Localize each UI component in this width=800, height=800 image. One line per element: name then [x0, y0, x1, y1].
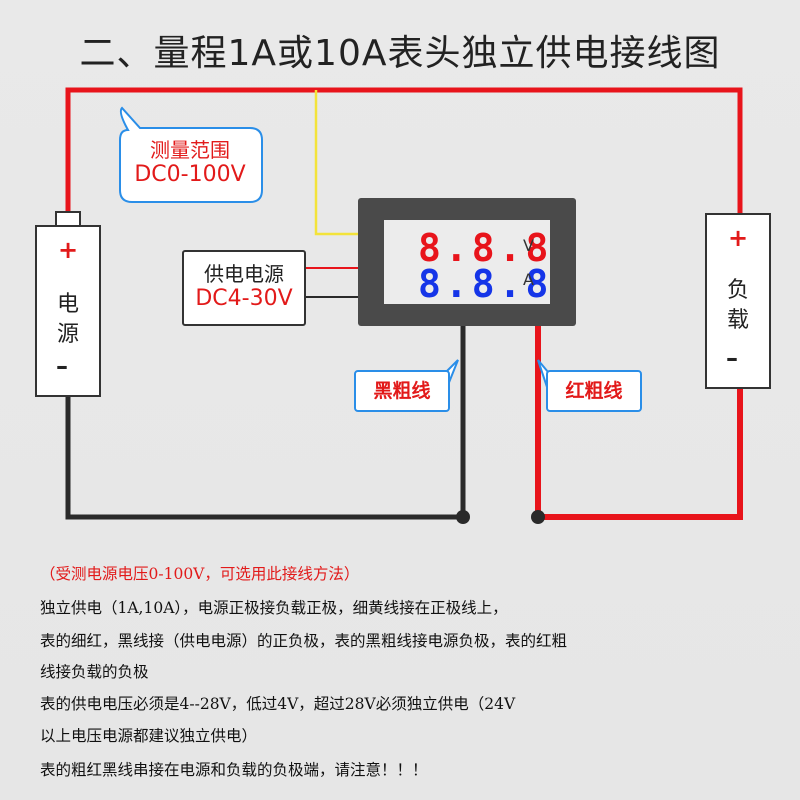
load-label-bottom: 载 — [726, 308, 749, 333]
supply-box-value: DC4-30V — [195, 286, 293, 311]
battery-minus: – — [56, 352, 68, 380]
red-wire-label: 红粗线 — [546, 370, 642, 412]
range-callout: 测量范围 DC0-100V — [120, 120, 260, 200]
battery-cap — [55, 211, 81, 227]
note-line: 表的细红，黑线接（供电电源）的正负极，表的黑粗线接电源负极，表的红粗 — [40, 632, 568, 650]
junction-dot-black — [456, 510, 470, 524]
battery-label-bottom: 源 — [56, 322, 79, 347]
range-callout-title: 测量范围 — [150, 138, 230, 162]
battery-body — [35, 225, 101, 397]
junction-dot-red — [531, 510, 545, 524]
black-negative-wire — [65, 316, 466, 520]
black-wire-label: 黑粗线 — [354, 370, 450, 412]
red-load-wire — [535, 316, 743, 520]
note-red: （受测电源电压0-100V，可选用此接线方法） — [40, 565, 360, 583]
meter-current-digits: 8.8.8 — [418, 262, 553, 306]
meter-screen — [384, 220, 550, 304]
meter-voltage-unit: V — [523, 236, 534, 255]
note-line: 表的供电电压必须是4--28V，低过4V，超过28V必须独立供电（24V — [40, 695, 516, 713]
load-body — [705, 213, 771, 389]
page-title: 二、量程1A或10A表头独立供电接线图 — [79, 33, 721, 74]
meter-current-unit: A — [523, 270, 534, 289]
meter-voltage-digits: 8.8.8 — [418, 226, 553, 270]
note-line: 以上电压电源都建议独立供电） — [40, 727, 258, 745]
load-label-top: 负 — [726, 278, 749, 303]
yellow-sense-wire — [314, 90, 362, 236]
load-minus: – — [726, 344, 738, 372]
note-line: 表的粗红黑线串接在电源和负载的负极端，请注意！！！ — [40, 761, 428, 779]
red-positive-wire — [65, 87, 743, 214]
range-callout-bubble — [119, 106, 263, 203]
supply-box: 供电电源 DC4-30V — [182, 250, 306, 326]
range-callout-value: DC0-100V — [134, 162, 246, 187]
note-line: 独立供电（1A,10A），电源正极接负载正极，细黄线接在正极线上， — [40, 599, 508, 617]
load-plus: + — [728, 224, 749, 252]
supply-box-title: 供电电源 — [204, 262, 284, 286]
note-line: 线接负载的负极 — [40, 663, 149, 681]
battery-plus: + — [58, 236, 79, 264]
battery-label-top: 电 — [56, 292, 79, 317]
